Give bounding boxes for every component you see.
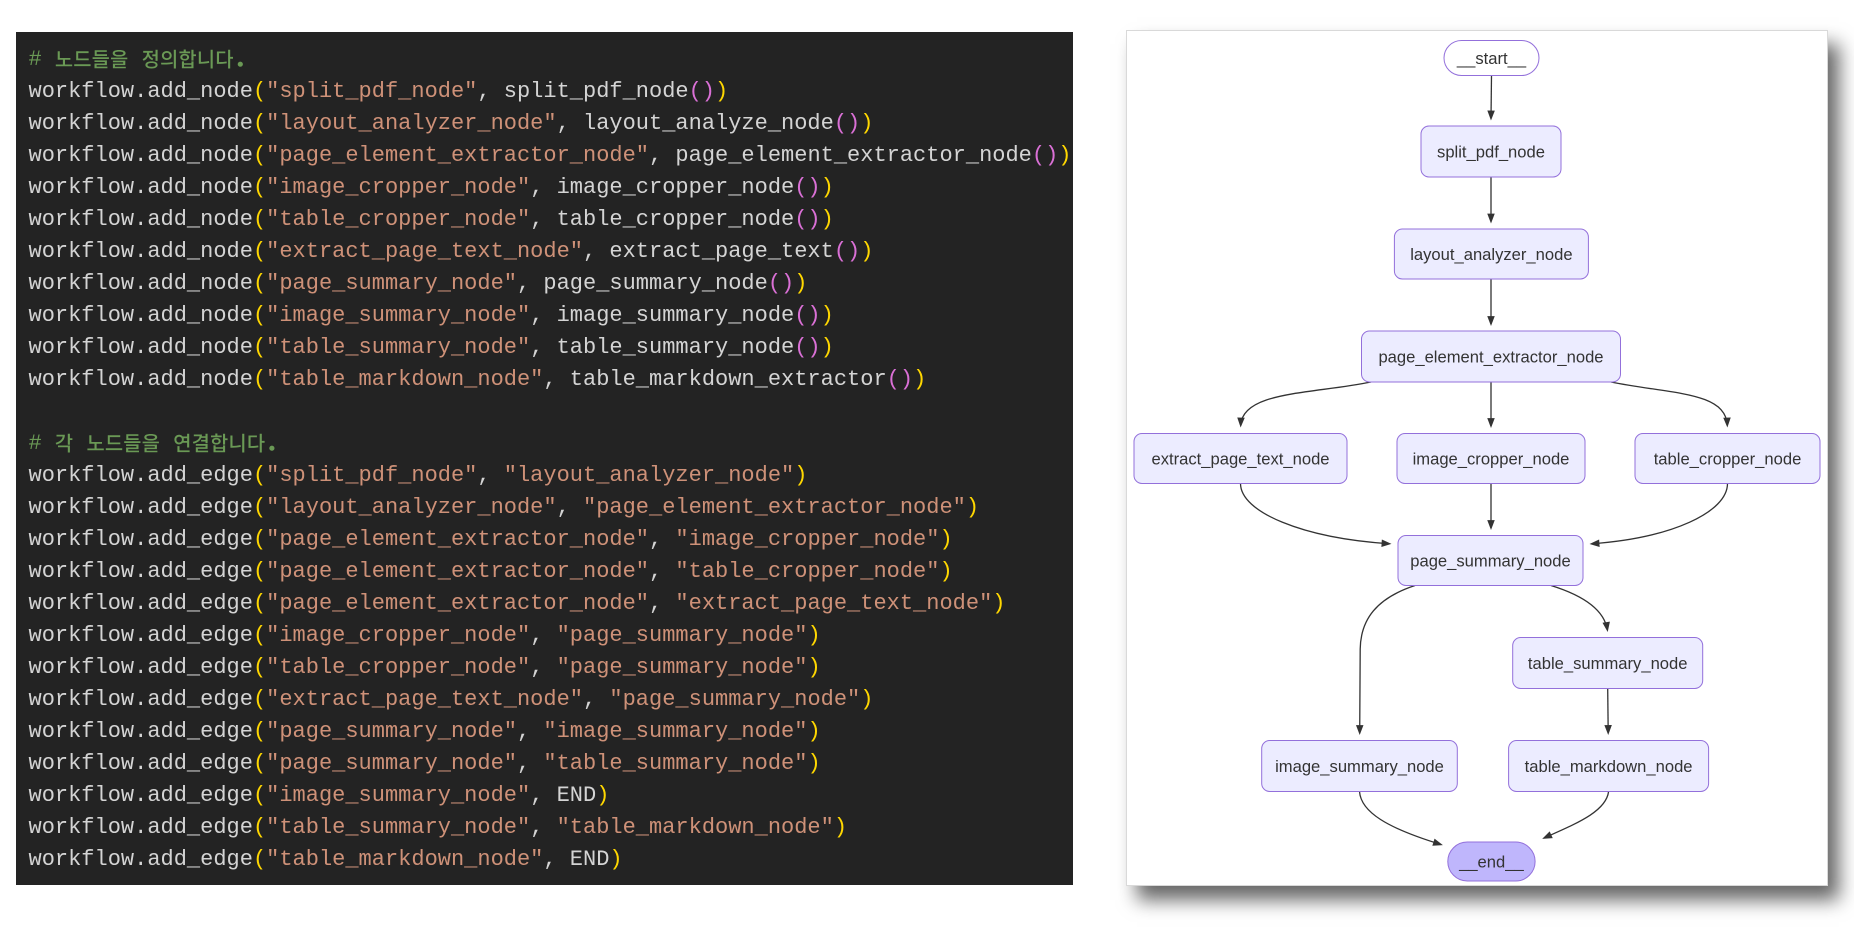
svg-text:table_markdown_node: table_markdown_node bbox=[1525, 757, 1693, 776]
svg-text:page_summary_node: page_summary_node bbox=[1410, 551, 1571, 570]
svg-text:split_pdf_node: split_pdf_node bbox=[1437, 142, 1545, 161]
svg-text:page_element_extractor_node: page_element_extractor_node bbox=[1378, 347, 1603, 366]
svg-text:table_summary_node: table_summary_node bbox=[1528, 654, 1688, 673]
svg-text:__start__: __start__ bbox=[1456, 49, 1527, 68]
svg-text:table_cropper_node: table_cropper_node bbox=[1654, 449, 1802, 468]
svg-text:image_summary_node: image_summary_node bbox=[1275, 757, 1444, 776]
svg-text:extract_page_text_node: extract_page_text_node bbox=[1151, 449, 1329, 468]
svg-text:image_cropper_node: image_cropper_node bbox=[1413, 449, 1570, 468]
svg-text:layout_analyzer_node: layout_analyzer_node bbox=[1410, 245, 1572, 264]
svg-text:__end__: __end__ bbox=[1458, 852, 1524, 871]
